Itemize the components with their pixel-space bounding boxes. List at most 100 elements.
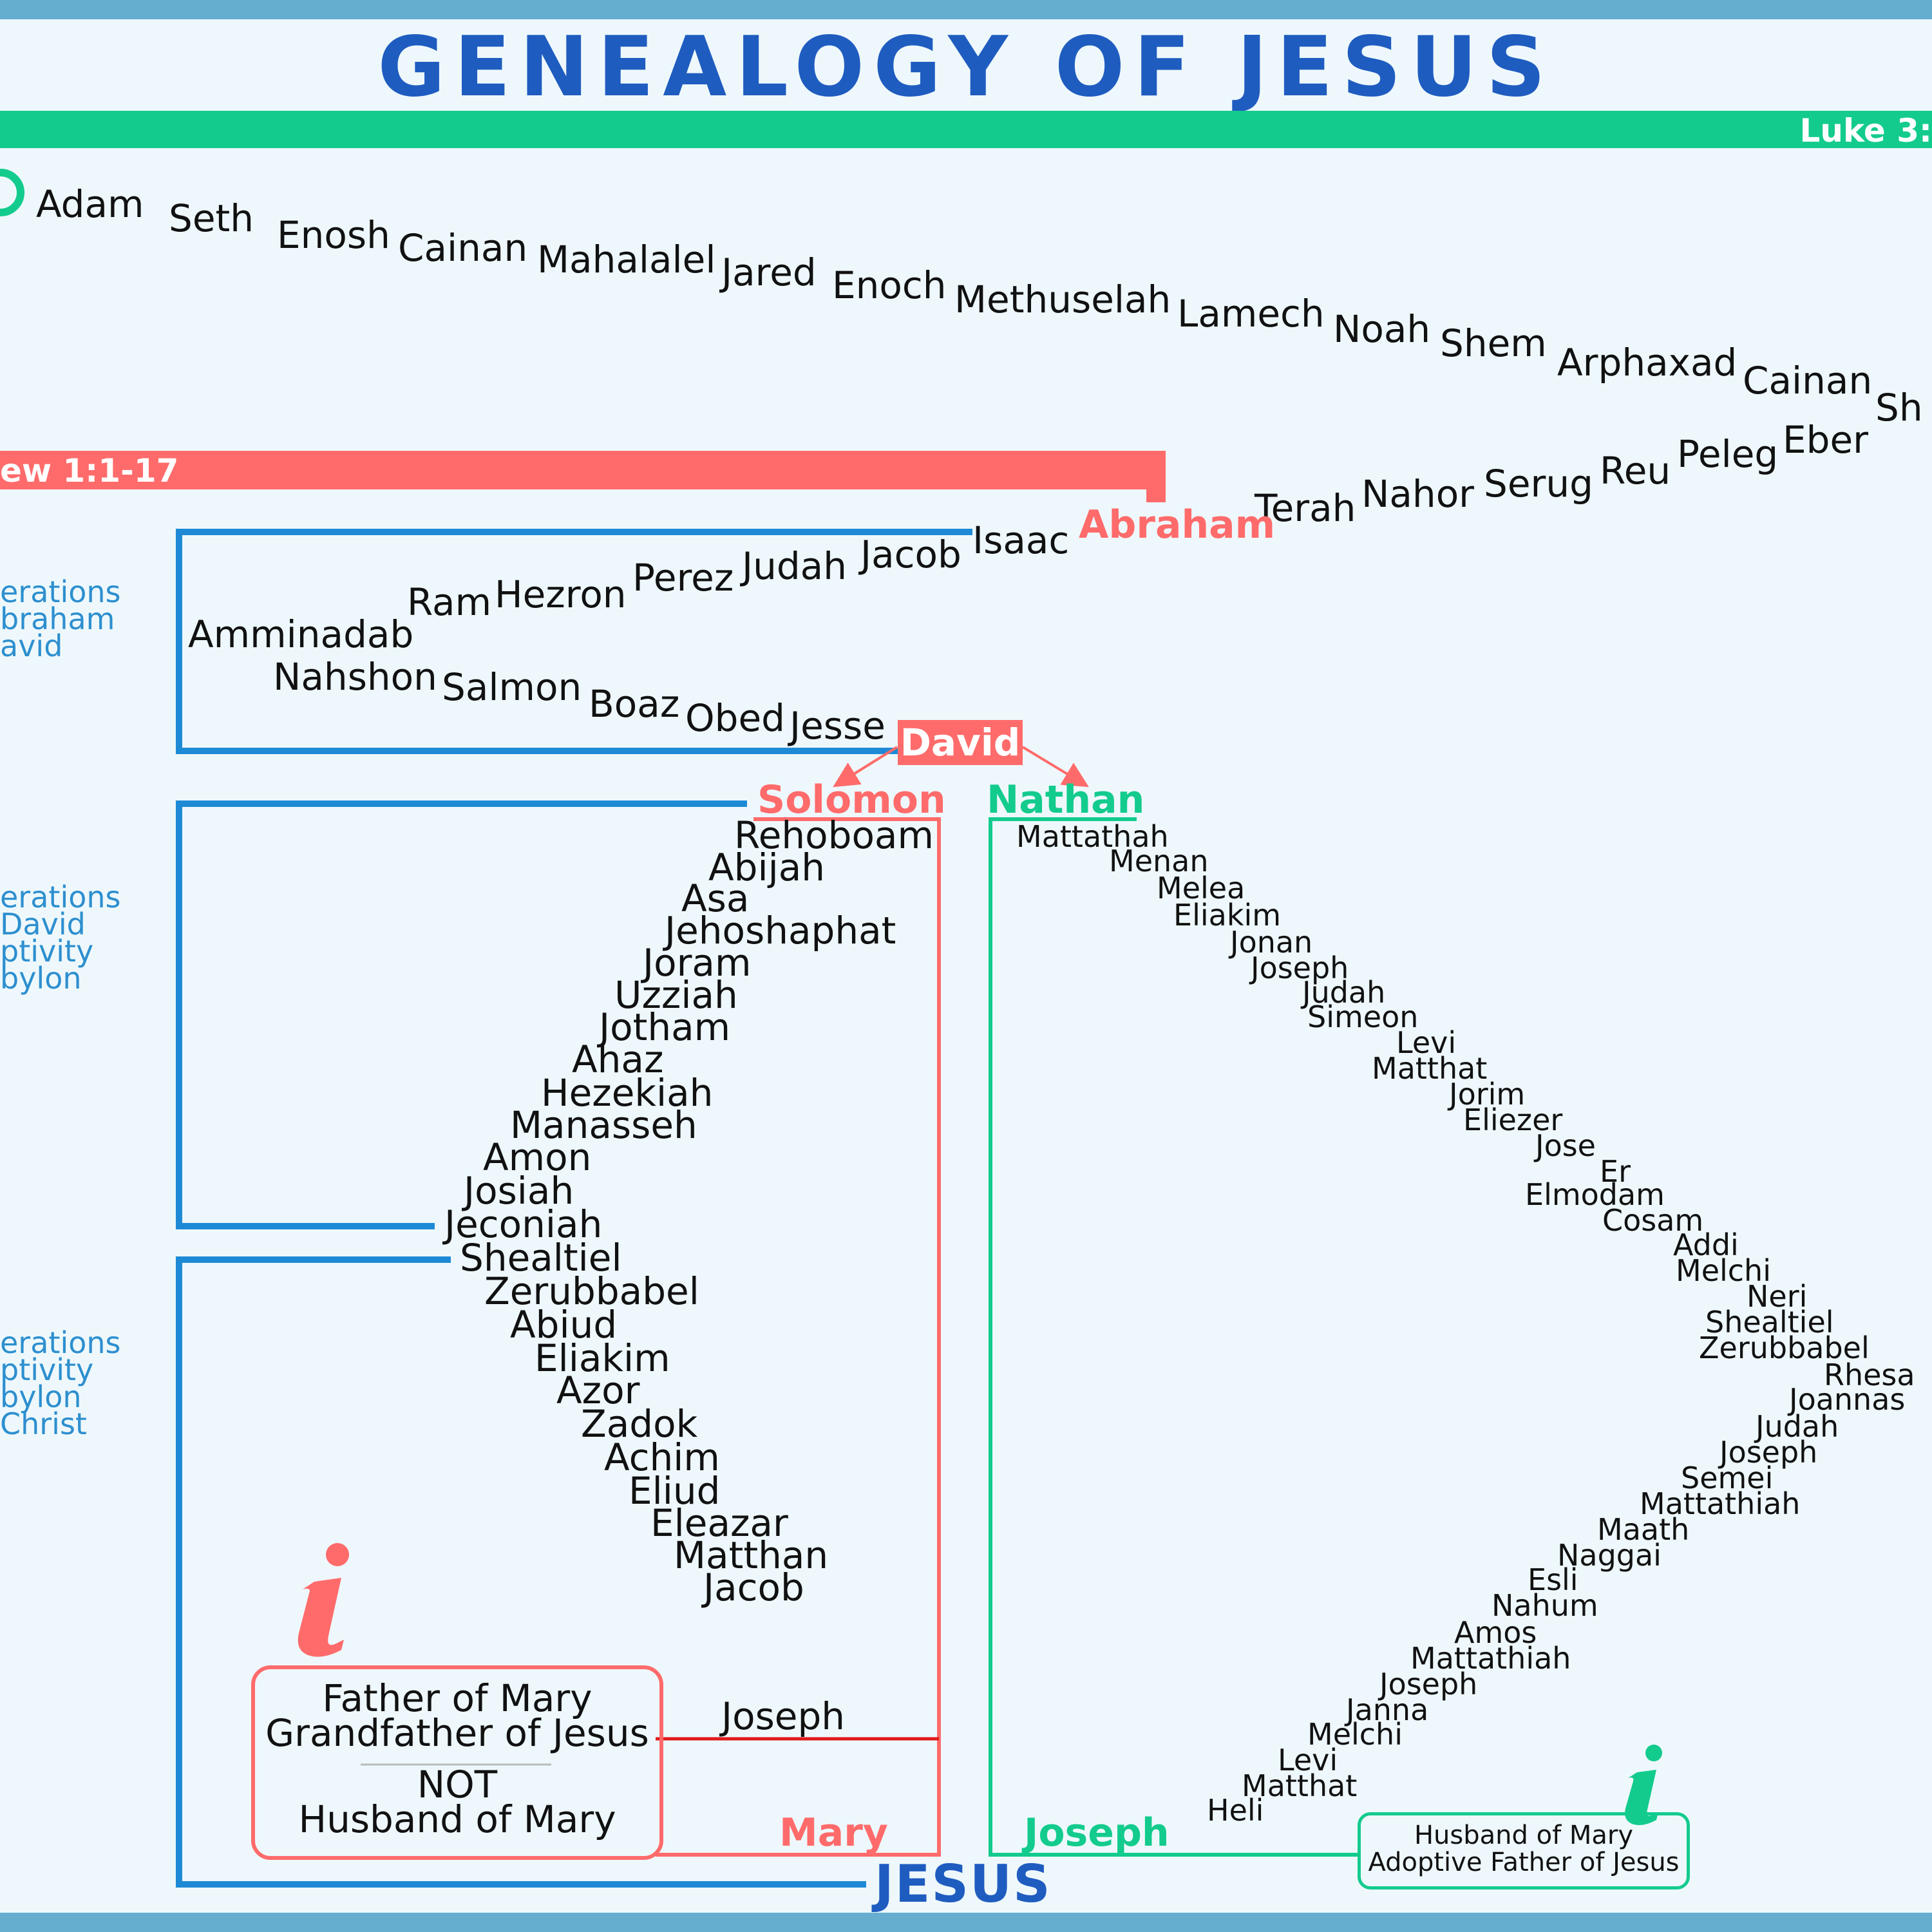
- luke-name-7: Methuselah: [954, 278, 1171, 321]
- nathan-descendant-31: Amos: [1454, 1615, 1537, 1650]
- nathan-descendant-23: Judah: [1756, 1409, 1839, 1444]
- nathan-descendant-34: Janna: [1346, 1692, 1429, 1727]
- nathan-descendant-1: Menan: [1109, 844, 1209, 878]
- solomon-descendant-16: Eliakim: [535, 1336, 670, 1380]
- matthew-bar: ew 1:1-17: [0, 451, 1166, 489]
- nathan-descendant-8: Levi: [1396, 1025, 1457, 1060]
- solomon-descendant-10: Amon: [483, 1135, 592, 1179]
- solomon-descendant-2: Asa: [681, 876, 750, 920]
- luke-name-9: Noah: [1333, 307, 1431, 351]
- nathan-descendant-11: Eliezer: [1463, 1103, 1563, 1137]
- luke-name-10: Shem: [1440, 321, 1547, 365]
- solomon-descendant-13: Shealtiel: [460, 1236, 622, 1280]
- nathan-descendant-0: Mattathah: [1016, 819, 1169, 854]
- luke-name-0: Adam: [36, 182, 144, 226]
- arrow-to-nathan: [1021, 746, 1089, 788]
- luke-name-6: Enoch: [832, 263, 947, 307]
- nathan-descendant-36: Levi: [1278, 1743, 1338, 1777]
- solomon-line: [656, 817, 941, 1857]
- abraham-descendant-3: Perez: [632, 556, 734, 600]
- nathan-descendant-7: Simeon: [1307, 999, 1419, 1034]
- abraham-descendant-11: Jesse: [790, 704, 886, 748]
- abraham-descendant-4: Hezron: [495, 573, 627, 616]
- nathan-descendant-30: Nahum: [1492, 1588, 1598, 1623]
- nathan-descendant-24: Joseph: [1719, 1435, 1818, 1470]
- nathan-descendant-19: Shealtiel: [1705, 1305, 1834, 1340]
- luke-name-2: Enosh: [277, 213, 390, 257]
- abraham-descendant-2: Judah: [742, 544, 847, 588]
- info-icon-red: [298, 1543, 349, 1657]
- solomon-descendant-0: Rehoboam: [734, 813, 934, 857]
- bracket-abraham-david: [176, 529, 972, 754]
- solomon-descendant-8: Hezekiah: [541, 1071, 714, 1115]
- page-title: GENEALOGY OF JESUS: [377, 19, 1555, 115]
- nathan-descendant-5: Joseph: [1251, 951, 1349, 985]
- abraham-label: Abraham: [1079, 502, 1276, 547]
- nathan-descendant-27: Maath: [1597, 1512, 1690, 1547]
- luke-bar: Luke 3:: [0, 111, 1932, 149]
- solomon-descendant-7: Ahaz: [572, 1037, 664, 1081]
- nathan-descendant-13: Er: [1600, 1154, 1631, 1189]
- info-box-father-of-mary: Father of Mary Grandfather of Jesus NOT …: [251, 1665, 663, 1860]
- joseph-matthew-label: Joseph: [721, 1694, 846, 1738]
- nathan-descendant-17: Melchi: [1676, 1253, 1771, 1288]
- nathan-descendant-15: Cosam: [1602, 1203, 1704, 1238]
- luke-name-12: Cainan: [1743, 359, 1873, 402]
- luke-name-4: Mahalalel: [537, 238, 716, 281]
- matthew-reference: ew 1:1-17: [0, 452, 179, 489]
- top-band: [0, 0, 1932, 19]
- abraham-ancestor-3: Reu: [1600, 449, 1671, 493]
- nathan-descendant-38: Heli: [1207, 1793, 1264, 1828]
- joseph-luke-label: Joseph: [1024, 1810, 1170, 1855]
- note-david-captivity: erations David ptivity bylon: [0, 880, 121, 996]
- nathan-descendant-9: Matthat: [1372, 1051, 1488, 1086]
- abraham-ancestor-0: Terah: [1255, 486, 1356, 530]
- abraham-descendant-10: Obed: [685, 696, 785, 740]
- solomon-descendant-3: Jehoshaphat: [665, 909, 896, 952]
- solomon-descendant-11: Josiah: [464, 1169, 574, 1213]
- note-abraham-david: erations braham avid: [0, 574, 121, 663]
- solomon-label: Solomon: [757, 777, 946, 822]
- solomon-descendant-5: Uzziah: [614, 973, 738, 1017]
- solomon-descendant-4: Joram: [643, 941, 752, 985]
- solomon-descendant-6: Jotham: [599, 1005, 731, 1049]
- nathan-descendant-32: Mattathiah: [1410, 1641, 1571, 1676]
- nathan-descendant-37: Matthat: [1242, 1768, 1358, 1803]
- solomon-descendant-12: Jeconiah: [444, 1202, 603, 1246]
- nathan-descendant-20: Zerubbabel: [1699, 1331, 1870, 1365]
- solomon-descendant-15: Abiud: [510, 1303, 618, 1347]
- solomon-descendant-1: Abijah: [708, 846, 826, 889]
- note-captivity-christ: erations ptivity bylon Christ: [0, 1325, 121, 1441]
- solomon-descendant-21: Eleazar: [650, 1501, 788, 1545]
- abraham-descendant-1: Jacob: [860, 533, 961, 576]
- nathan-descendant-22: Joannas: [1789, 1382, 1906, 1417]
- nathan-descendant-21: Rhesa: [1824, 1358, 1915, 1392]
- info-red-line1: Father of Mary: [322, 1676, 592, 1720]
- bracket-captivity-christ: [176, 1256, 866, 1888]
- luke-name-11: Arphaxad: [1557, 341, 1738, 384]
- bracket-david-captivity: [176, 800, 747, 1229]
- nathan-descendant-3: Eliakim: [1173, 898, 1282, 933]
- nathan-line: [989, 817, 1359, 1857]
- luke-name-13: Sh: [1875, 386, 1923, 430]
- solomon-descendant-17: Azor: [556, 1368, 640, 1412]
- luke-reference: Luke 3:: [1799, 112, 1932, 149]
- abraham-descendant-5: Ram: [407, 580, 492, 624]
- matthew-bar-notch: [1146, 489, 1166, 502]
- david-box: [898, 720, 1023, 765]
- info-red-line2: Grandfather of Jesus: [265, 1711, 649, 1755]
- nathan-descendant-28: Naggai: [1557, 1538, 1662, 1573]
- nathan-descendant-33: Joseph: [1379, 1667, 1478, 1701]
- nathan-descendant-18: Neri: [1747, 1279, 1808, 1314]
- nathan-descendant-14: Elmodam: [1525, 1177, 1665, 1212]
- nathan-descendant-6: Judah: [1302, 975, 1386, 1010]
- nathan-descendant-29: Esli: [1528, 1562, 1578, 1597]
- solomon-descendant-18: Zadok: [581, 1402, 698, 1446]
- info-red-line3: NOT: [417, 1763, 498, 1806]
- solomon-descendant-22: Matthan: [674, 1533, 829, 1577]
- solomon-descendant-14: Zerubbabel: [484, 1269, 699, 1313]
- solomon-descendant-19: Achim: [604, 1435, 720, 1479]
- nathan-descendant-12: Jose: [1535, 1128, 1596, 1163]
- abraham-ancestor-5: Eber: [1783, 418, 1868, 462]
- info-icon-green: [1625, 1745, 1662, 1825]
